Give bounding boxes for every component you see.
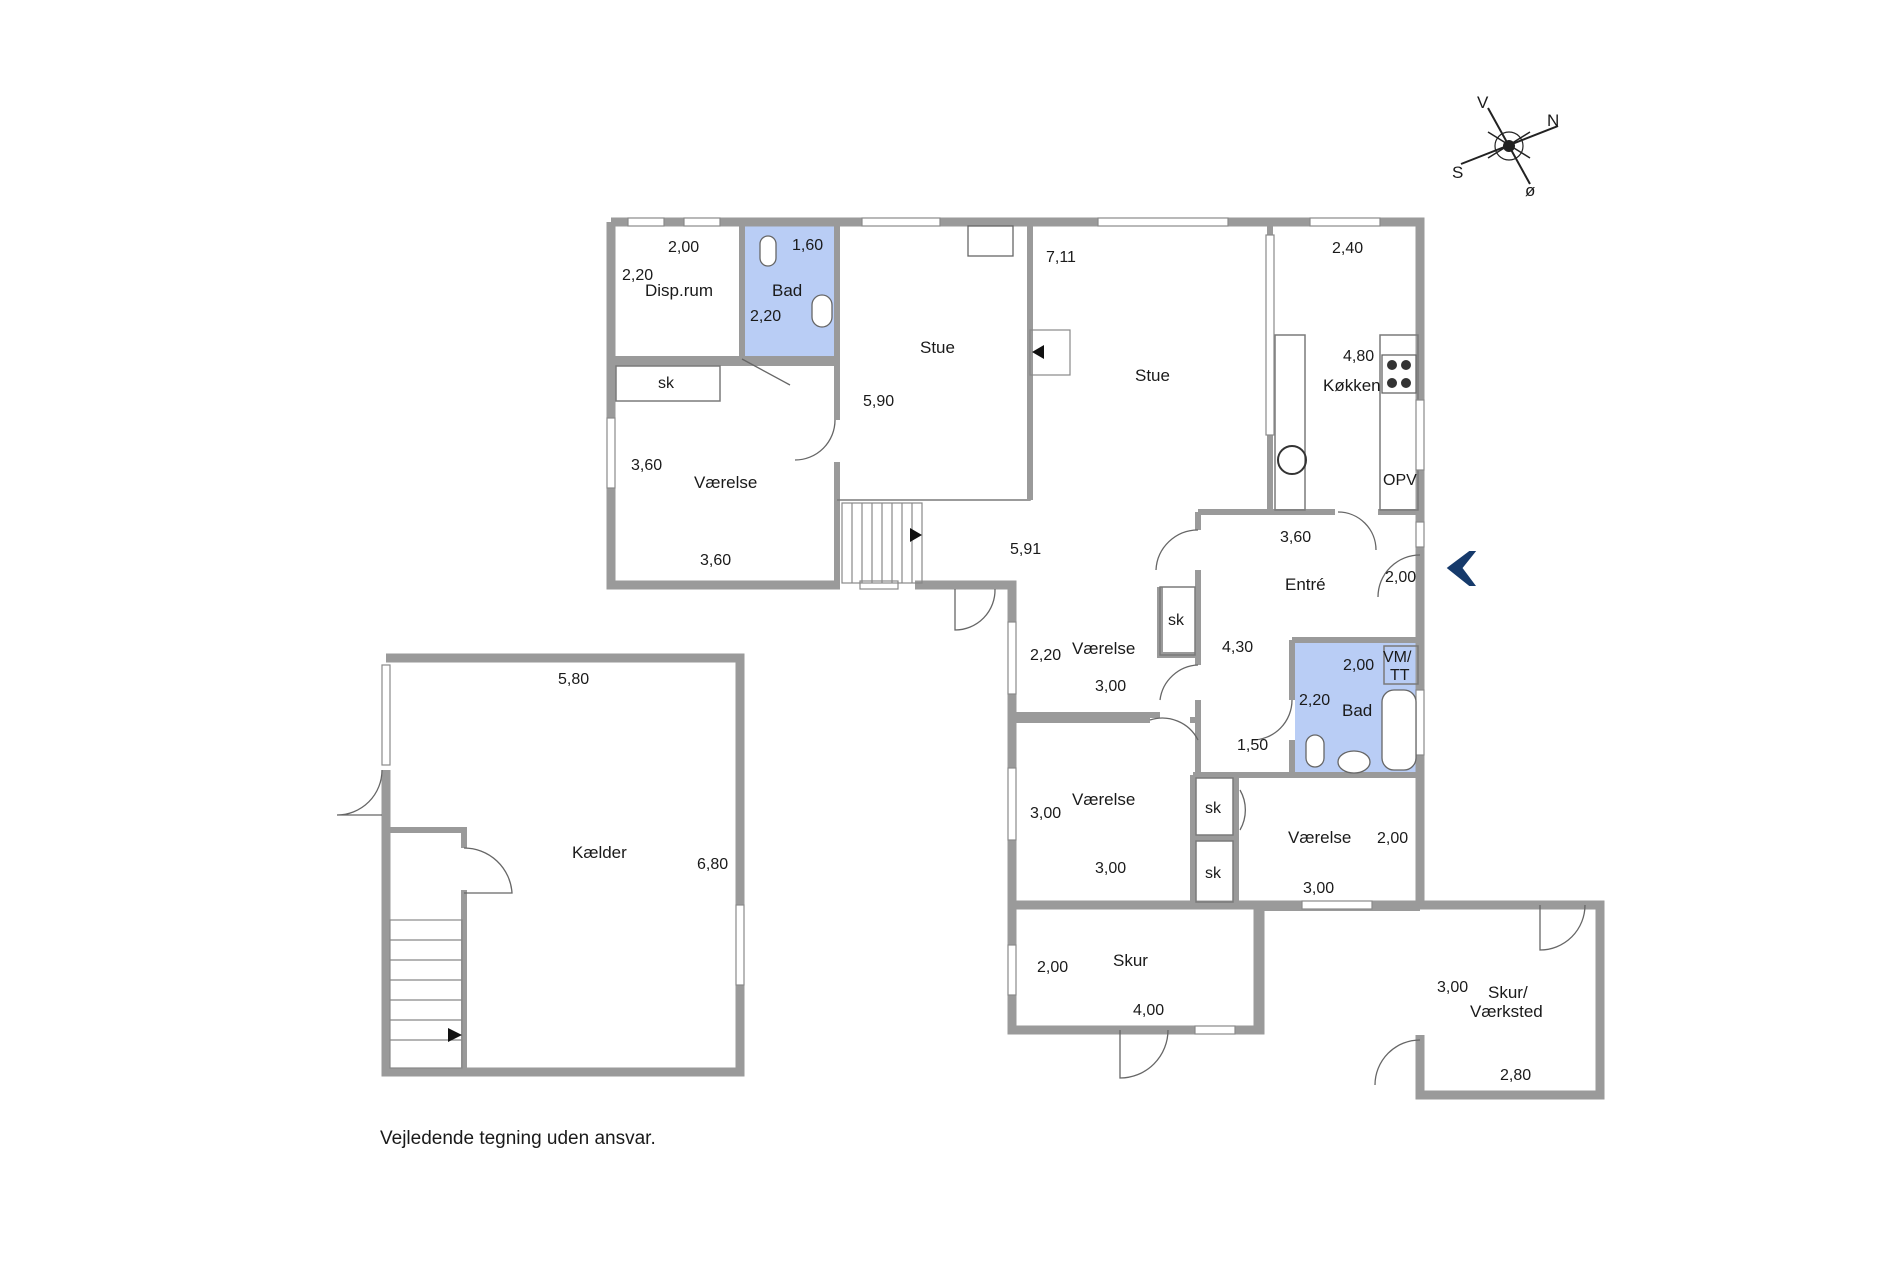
vaer2-height: 2,20 bbox=[1030, 647, 1061, 664]
vaer2-width: 3,00 bbox=[1095, 678, 1126, 695]
disp-width: 2,00 bbox=[668, 239, 699, 256]
entrance-arrow bbox=[1446, 551, 1477, 586]
bad1-height: 2,20 bbox=[750, 308, 781, 325]
kaelder-name: Kælder bbox=[572, 843, 627, 862]
disp-name: Disp.rum bbox=[645, 281, 713, 300]
vaer4-name: Værelse bbox=[1288, 828, 1351, 847]
entre-name: Entré bbox=[1285, 575, 1326, 594]
vaerksted-height: 3,00 bbox=[1437, 979, 1468, 996]
bad1-name: Bad bbox=[772, 281, 802, 300]
koekken-height: 4,80 bbox=[1343, 348, 1374, 365]
vaer3-name: Værelse bbox=[1072, 790, 1135, 809]
vaer2-name: Værelse bbox=[1072, 639, 1135, 658]
stue1-height: 5,90 bbox=[863, 393, 894, 410]
bad2-vm2: TT bbox=[1390, 667, 1410, 684]
vaer2-sk: sk bbox=[1168, 612, 1185, 629]
disp-height: 2,20 bbox=[622, 267, 653, 284]
compass-n: N bbox=[1547, 111, 1559, 130]
compass-v: V bbox=[1477, 93, 1489, 112]
basement-walls bbox=[381, 653, 745, 1077]
stue2-name: Stue bbox=[1135, 366, 1170, 385]
compass-s: S bbox=[1452, 163, 1463, 182]
vaer4-height: 2,00 bbox=[1377, 830, 1408, 847]
vaer1-name: Værelse bbox=[694, 473, 757, 492]
bad2-vm1: VM/ bbox=[1383, 649, 1412, 666]
bath1-floor bbox=[742, 222, 837, 359]
compass-rose: V N S ø bbox=[1452, 93, 1559, 200]
fixtures bbox=[759, 225, 1419, 774]
vaer3-width: 3,00 bbox=[1095, 860, 1126, 877]
entre-height: 4,30 bbox=[1222, 639, 1253, 656]
kaelder-width: 5,80 bbox=[558, 671, 589, 688]
room-labels: 2,00 2,20 Disp.rum 1,60 Bad 2,20 Stue 5,… bbox=[558, 237, 1543, 1084]
koekken-width: 2,40 bbox=[1332, 240, 1363, 257]
vaer1-width: 3,60 bbox=[700, 552, 731, 569]
stairs bbox=[389, 329, 1071, 1069]
vaer4-width: 3,00 bbox=[1303, 880, 1334, 897]
bad2-height: 2,20 bbox=[1299, 692, 1330, 709]
windows bbox=[381, 217, 1425, 1035]
vaerksted-name2: Værksted bbox=[1470, 1002, 1543, 1021]
vaer4-sk: sk bbox=[1205, 865, 1222, 882]
entre-width2: 2,00 bbox=[1385, 569, 1416, 586]
koekken-opv: OPV bbox=[1383, 472, 1417, 489]
vaer3-sk: sk bbox=[1205, 800, 1222, 817]
skur-name: Skur bbox=[1113, 951, 1148, 970]
vaer1-height: 3,60 bbox=[631, 457, 662, 474]
vaerksted-width: 2,80 bbox=[1500, 1067, 1531, 1084]
doors bbox=[336, 358, 1586, 1086]
stue1-name: Stue bbox=[920, 338, 955, 357]
bad1-width: 1,60 bbox=[792, 237, 823, 254]
skur-height: 2,00 bbox=[1037, 959, 1068, 976]
vaerksted-name1: Skur/ bbox=[1488, 983, 1528, 1002]
skur-width: 4,00 bbox=[1133, 1002, 1164, 1019]
bad2-width: 2,00 bbox=[1343, 657, 1374, 674]
koekken-name: Køkken bbox=[1323, 376, 1381, 395]
bad2-name: Bad bbox=[1342, 701, 1372, 720]
disclaimer-text: Vejledende tegning uden ansvar. bbox=[380, 1128, 656, 1149]
vaer1-sk: sk bbox=[658, 375, 675, 392]
compass-o: ø bbox=[1525, 181, 1535, 200]
stue2-width: 7,11 bbox=[1046, 249, 1076, 266]
vaer3-height: 3,00 bbox=[1030, 805, 1061, 822]
entre-height2: 1,50 bbox=[1237, 737, 1268, 754]
stue2-height: 5,91 bbox=[1010, 541, 1041, 558]
entre-width: 3,60 bbox=[1280, 529, 1311, 546]
kaelder-height: 6,80 bbox=[697, 856, 728, 873]
